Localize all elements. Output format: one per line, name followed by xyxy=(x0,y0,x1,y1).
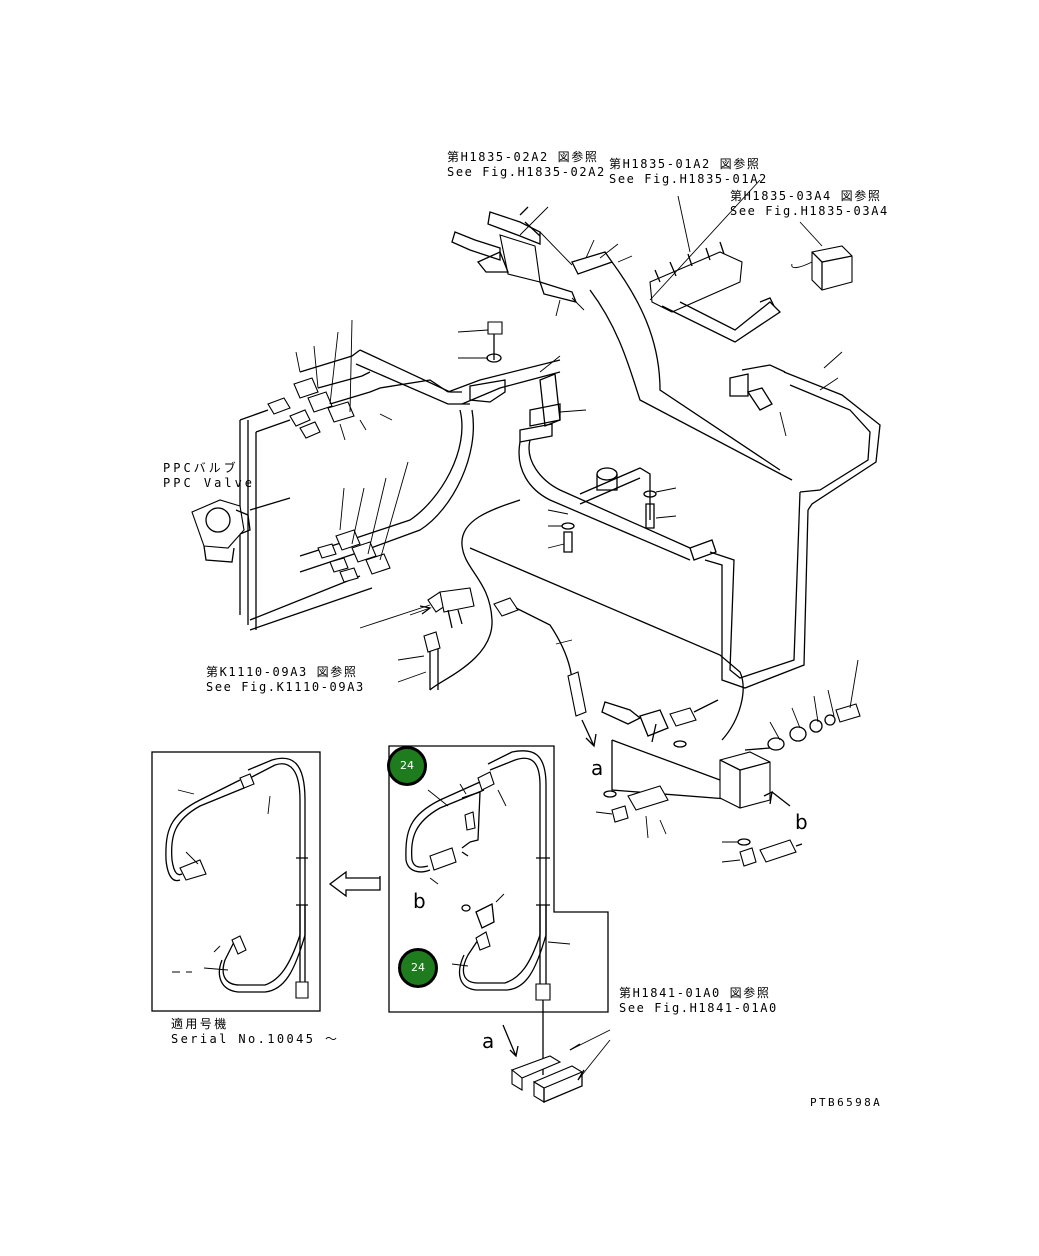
block-b-assembly xyxy=(595,699,803,867)
upper-valve-block xyxy=(451,206,541,283)
ref-jp: 第H1835-03A4 図参照 xyxy=(730,189,882,203)
ppc-valve-label: PPCバルブ PPC Valve xyxy=(163,461,255,491)
center-valve-manifold xyxy=(649,195,782,343)
right-angle-hose xyxy=(493,597,597,748)
reference-label-h1835-01a2: 第H1835-01A2 図参照 See Fig.H1835-01A2 xyxy=(609,157,768,187)
leader-ref4 xyxy=(409,607,431,616)
ref-en: PPC Valve xyxy=(163,476,256,490)
reference-label-h1841-01a0: 第H1841-01A0 図参照 See Fig.H1841-01A0 xyxy=(619,986,778,1016)
bottom-valve xyxy=(502,1000,611,1103)
center-long-hose xyxy=(359,499,744,741)
right-washer-stack xyxy=(744,659,861,751)
top-hose-fittings xyxy=(519,206,633,317)
serial-label: 適用号機 Serial No.10045 ～ xyxy=(171,1017,339,1047)
ppc-valve xyxy=(191,499,251,563)
center-clamps xyxy=(457,321,717,561)
ref-jp: 第K1110-09A3 図参照 xyxy=(206,665,358,679)
letter-b-right: b xyxy=(795,810,808,834)
right-valve-small xyxy=(791,221,853,291)
ref-en: See Fig.H1835-01A2 xyxy=(609,172,768,186)
left-detail-linework xyxy=(165,757,309,999)
detail-box-left xyxy=(151,751,321,1012)
ref-jp: 第H1835-02A2 図参照 xyxy=(447,150,599,164)
ref-jp: 第H1841-01A0 図参照 xyxy=(619,986,771,1000)
leader-ref2 xyxy=(649,179,761,301)
ref-en: See Fig.H1835-03A4 xyxy=(730,204,889,218)
ref-jp: 第H1835-01A2 図参照 xyxy=(609,157,761,171)
serial-en: Serial No.10045 ～ xyxy=(171,1032,340,1046)
main-hose-run xyxy=(589,261,881,689)
letter-b-detail: b xyxy=(413,889,426,913)
reference-label-h1835-03a4: 第H1835-03A4 図参照 See Fig.H1835-03A4 xyxy=(730,189,889,219)
detail-box-center xyxy=(388,745,609,1013)
center-detail-linework xyxy=(405,750,571,1001)
callout-24-upper[interactable]: 24 xyxy=(387,746,427,786)
reference-label-k1110-09a3: 第K1110-09A3 図参照 See Fig.K1110-09A3 xyxy=(206,665,365,695)
ref-jp: PPCバルブ xyxy=(163,461,239,475)
letter-a-upper: a xyxy=(591,756,604,780)
ref-en: See Fig.K1110-09A3 xyxy=(206,680,365,694)
letter-a-bottom: a xyxy=(482,1029,495,1053)
left-fittings xyxy=(267,319,409,583)
left-arrow-shape xyxy=(328,870,381,898)
ref-en: See Fig.H1841-01A0 xyxy=(619,1001,778,1015)
serial-jp: 適用号機 xyxy=(171,1017,229,1031)
reference-label-h1835-02a2: 第H1835-02A2 図参照 See Fig.H1835-02A2 xyxy=(447,150,606,180)
ref-en: See Fig.H1835-02A2 xyxy=(447,165,606,179)
drawing-code: PTB6598A xyxy=(810,1096,883,1109)
left-hose-bundle xyxy=(239,349,561,631)
callout-24-lower[interactable]: 24 xyxy=(398,948,438,988)
